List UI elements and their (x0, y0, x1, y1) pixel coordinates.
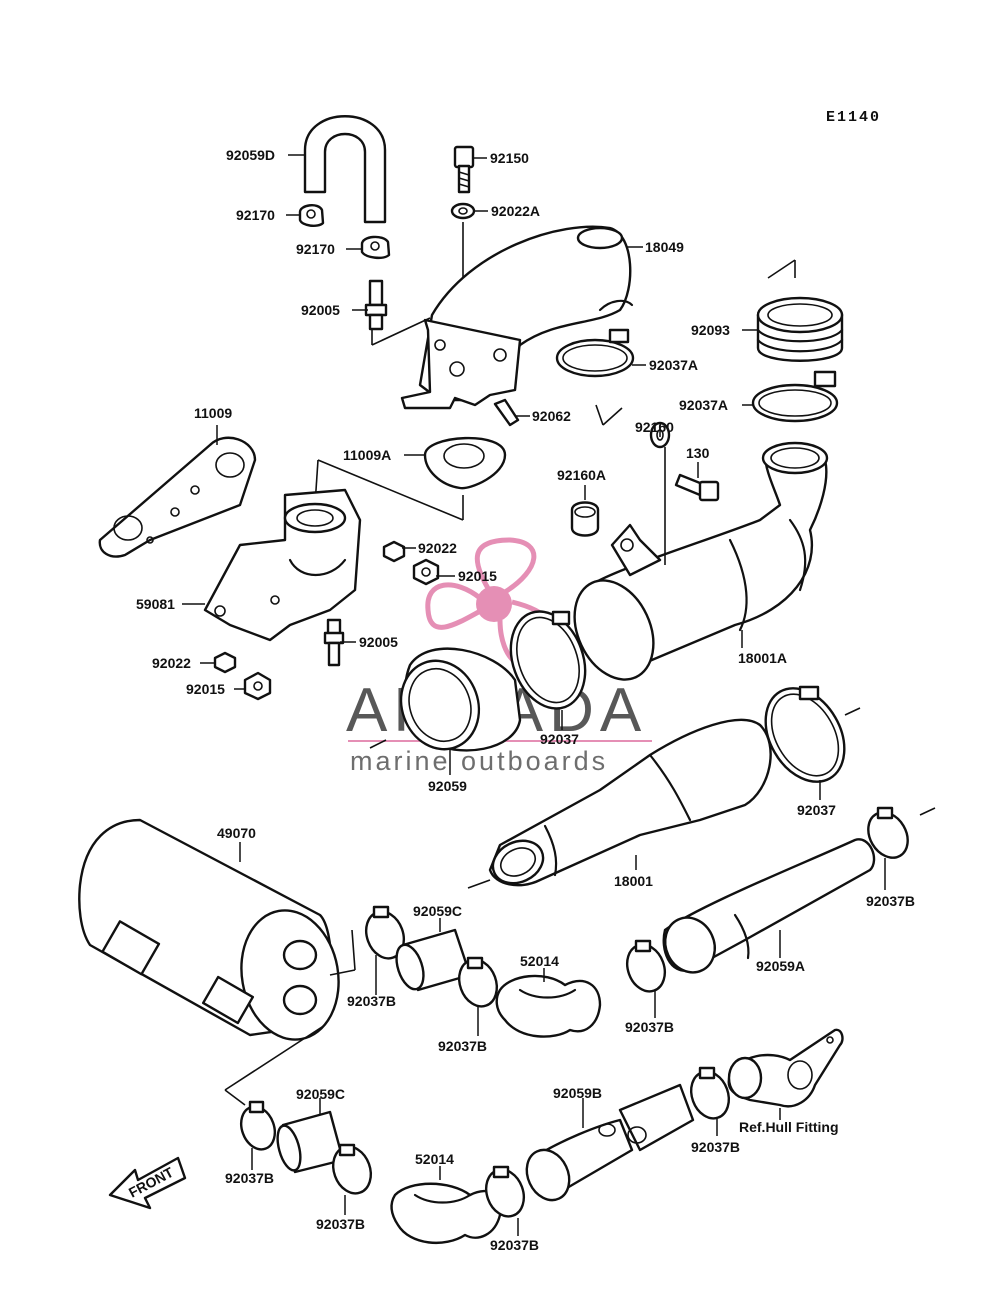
label-92022-left: 92022 (152, 655, 191, 671)
label-130: 130 (686, 445, 710, 461)
hose-92059d (303, 115, 387, 224)
label-92005-lower: 92005 (359, 634, 398, 650)
bolt-130 (674, 473, 720, 502)
label-92015-left: 92015 (186, 681, 225, 697)
label-92170-a: 92170 (236, 207, 275, 223)
label-92037b-c: 92037B (625, 1019, 674, 1035)
label-92037b-a: 92037B (347, 993, 396, 1009)
label-92093: 92093 (691, 322, 730, 338)
clamp-92037b-3 (625, 939, 667, 993)
label-92037b-b: 92037B (866, 893, 915, 909)
label-92037b-d: 92037B (438, 1038, 487, 1054)
gasket-11009 (98, 436, 257, 558)
label-92160: 92160 (635, 419, 674, 435)
washer-92022-left (213, 651, 237, 674)
front-arrow-icon: FRONT (108, 1156, 187, 1210)
label-92059d: 92059D (226, 147, 275, 163)
leader-lines (182, 154, 886, 1236)
manifold-59081 (203, 488, 362, 642)
label-92059: 92059 (428, 778, 467, 794)
label-92062: 92062 (532, 408, 571, 424)
clamp-92037b-4 (867, 806, 909, 859)
label-92150: 92150 (490, 150, 529, 166)
part-labels: E1140 92059D 92150 92022A 92170 92170 18… (136, 109, 915, 1253)
label-18001a: 18001A (738, 650, 787, 666)
hull-fitting (727, 1028, 844, 1108)
clamp-92037b-6 (331, 1143, 373, 1195)
clamp-92037-right (764, 685, 846, 783)
label-59081: 59081 (136, 596, 175, 612)
muffler-49070 (78, 818, 340, 1041)
clamp-92170-b (360, 235, 391, 260)
exhaust-pipe-18049 (400, 225, 634, 410)
diagram-code: E1140 (826, 109, 881, 126)
label-92015-right: 92015 (458, 568, 497, 584)
label-92005-top: 92005 (301, 302, 340, 318)
label-18001: 18001 (614, 873, 653, 889)
hose-92059b (525, 1083, 695, 1202)
clamp-92037-mid (509, 610, 587, 710)
elbow-52014-lower (390, 1182, 503, 1245)
clamp-92037a-lower (751, 370, 839, 423)
label-92037a-lower: 92037A (679, 397, 728, 413)
coupling-92093 (756, 296, 844, 362)
label-92059c-upper: 92059C (413, 903, 462, 919)
hose-92059a (662, 838, 876, 974)
elbow-52014-upper (495, 974, 602, 1038)
bolt-92150 (453, 145, 475, 194)
nut-92015-left (243, 671, 272, 701)
clamp-92037b-8 (689, 1066, 731, 1120)
label-92059b: 92059B (553, 1085, 602, 1101)
label-92037-right: 92037 (797, 802, 836, 818)
label-92160a: 92160A (557, 467, 606, 483)
muffler-18001a (573, 441, 829, 681)
label-92059a: 92059A (756, 958, 805, 974)
label-49070: 49070 (217, 825, 256, 841)
gasket-11009a (423, 436, 507, 490)
label-52014-lower: 52014 (415, 1151, 454, 1167)
label-52014-upper: 52014 (520, 953, 559, 969)
label-92059c-lower: 92059C (296, 1086, 345, 1102)
label-92037-mid: 92037 (540, 731, 579, 747)
label-92037b-e: 92037B (691, 1139, 740, 1155)
label-92037b-g: 92037B (316, 1216, 365, 1232)
label-92037b-h: 92037B (490, 1237, 539, 1253)
clamp-92037b-2 (457, 956, 499, 1008)
nipple-92005-top (364, 279, 388, 331)
label-92170-b: 92170 (296, 241, 335, 257)
label-11009a: 11009A (343, 447, 391, 463)
label-92022a: 92022A (491, 203, 540, 219)
clamp-92037a-upper (555, 328, 635, 378)
hose-92059 (399, 647, 522, 752)
clamp-92170-a (298, 204, 325, 228)
nipple-92005-lower (323, 618, 345, 667)
label-11009: 11009 (194, 405, 232, 421)
grommet-92160a (570, 501, 600, 537)
hose-92059c-lower (276, 1110, 345, 1174)
nipple-92062 (493, 398, 520, 427)
clamp-92037b-1 (364, 905, 406, 960)
label-ref-hull-fitting: Ref.Hull Fitting (739, 1119, 839, 1135)
washer-92022-right (382, 540, 406, 563)
label-92037b-f: 92037B (225, 1170, 274, 1186)
clamp-92037b-7 (484, 1165, 526, 1218)
watermark-tagline: marine outboards (350, 746, 608, 776)
nut-92015-right (412, 558, 440, 586)
clamp-92037b-5 (239, 1100, 277, 1151)
label-92022-right: 92022 (418, 540, 457, 556)
label-18049: 18049 (645, 239, 684, 255)
washer-92022a (450, 202, 476, 220)
label-92037a-upper: 92037A (649, 357, 698, 373)
hose-92059c-upper (395, 928, 472, 992)
pipe-18001 (488, 718, 772, 887)
